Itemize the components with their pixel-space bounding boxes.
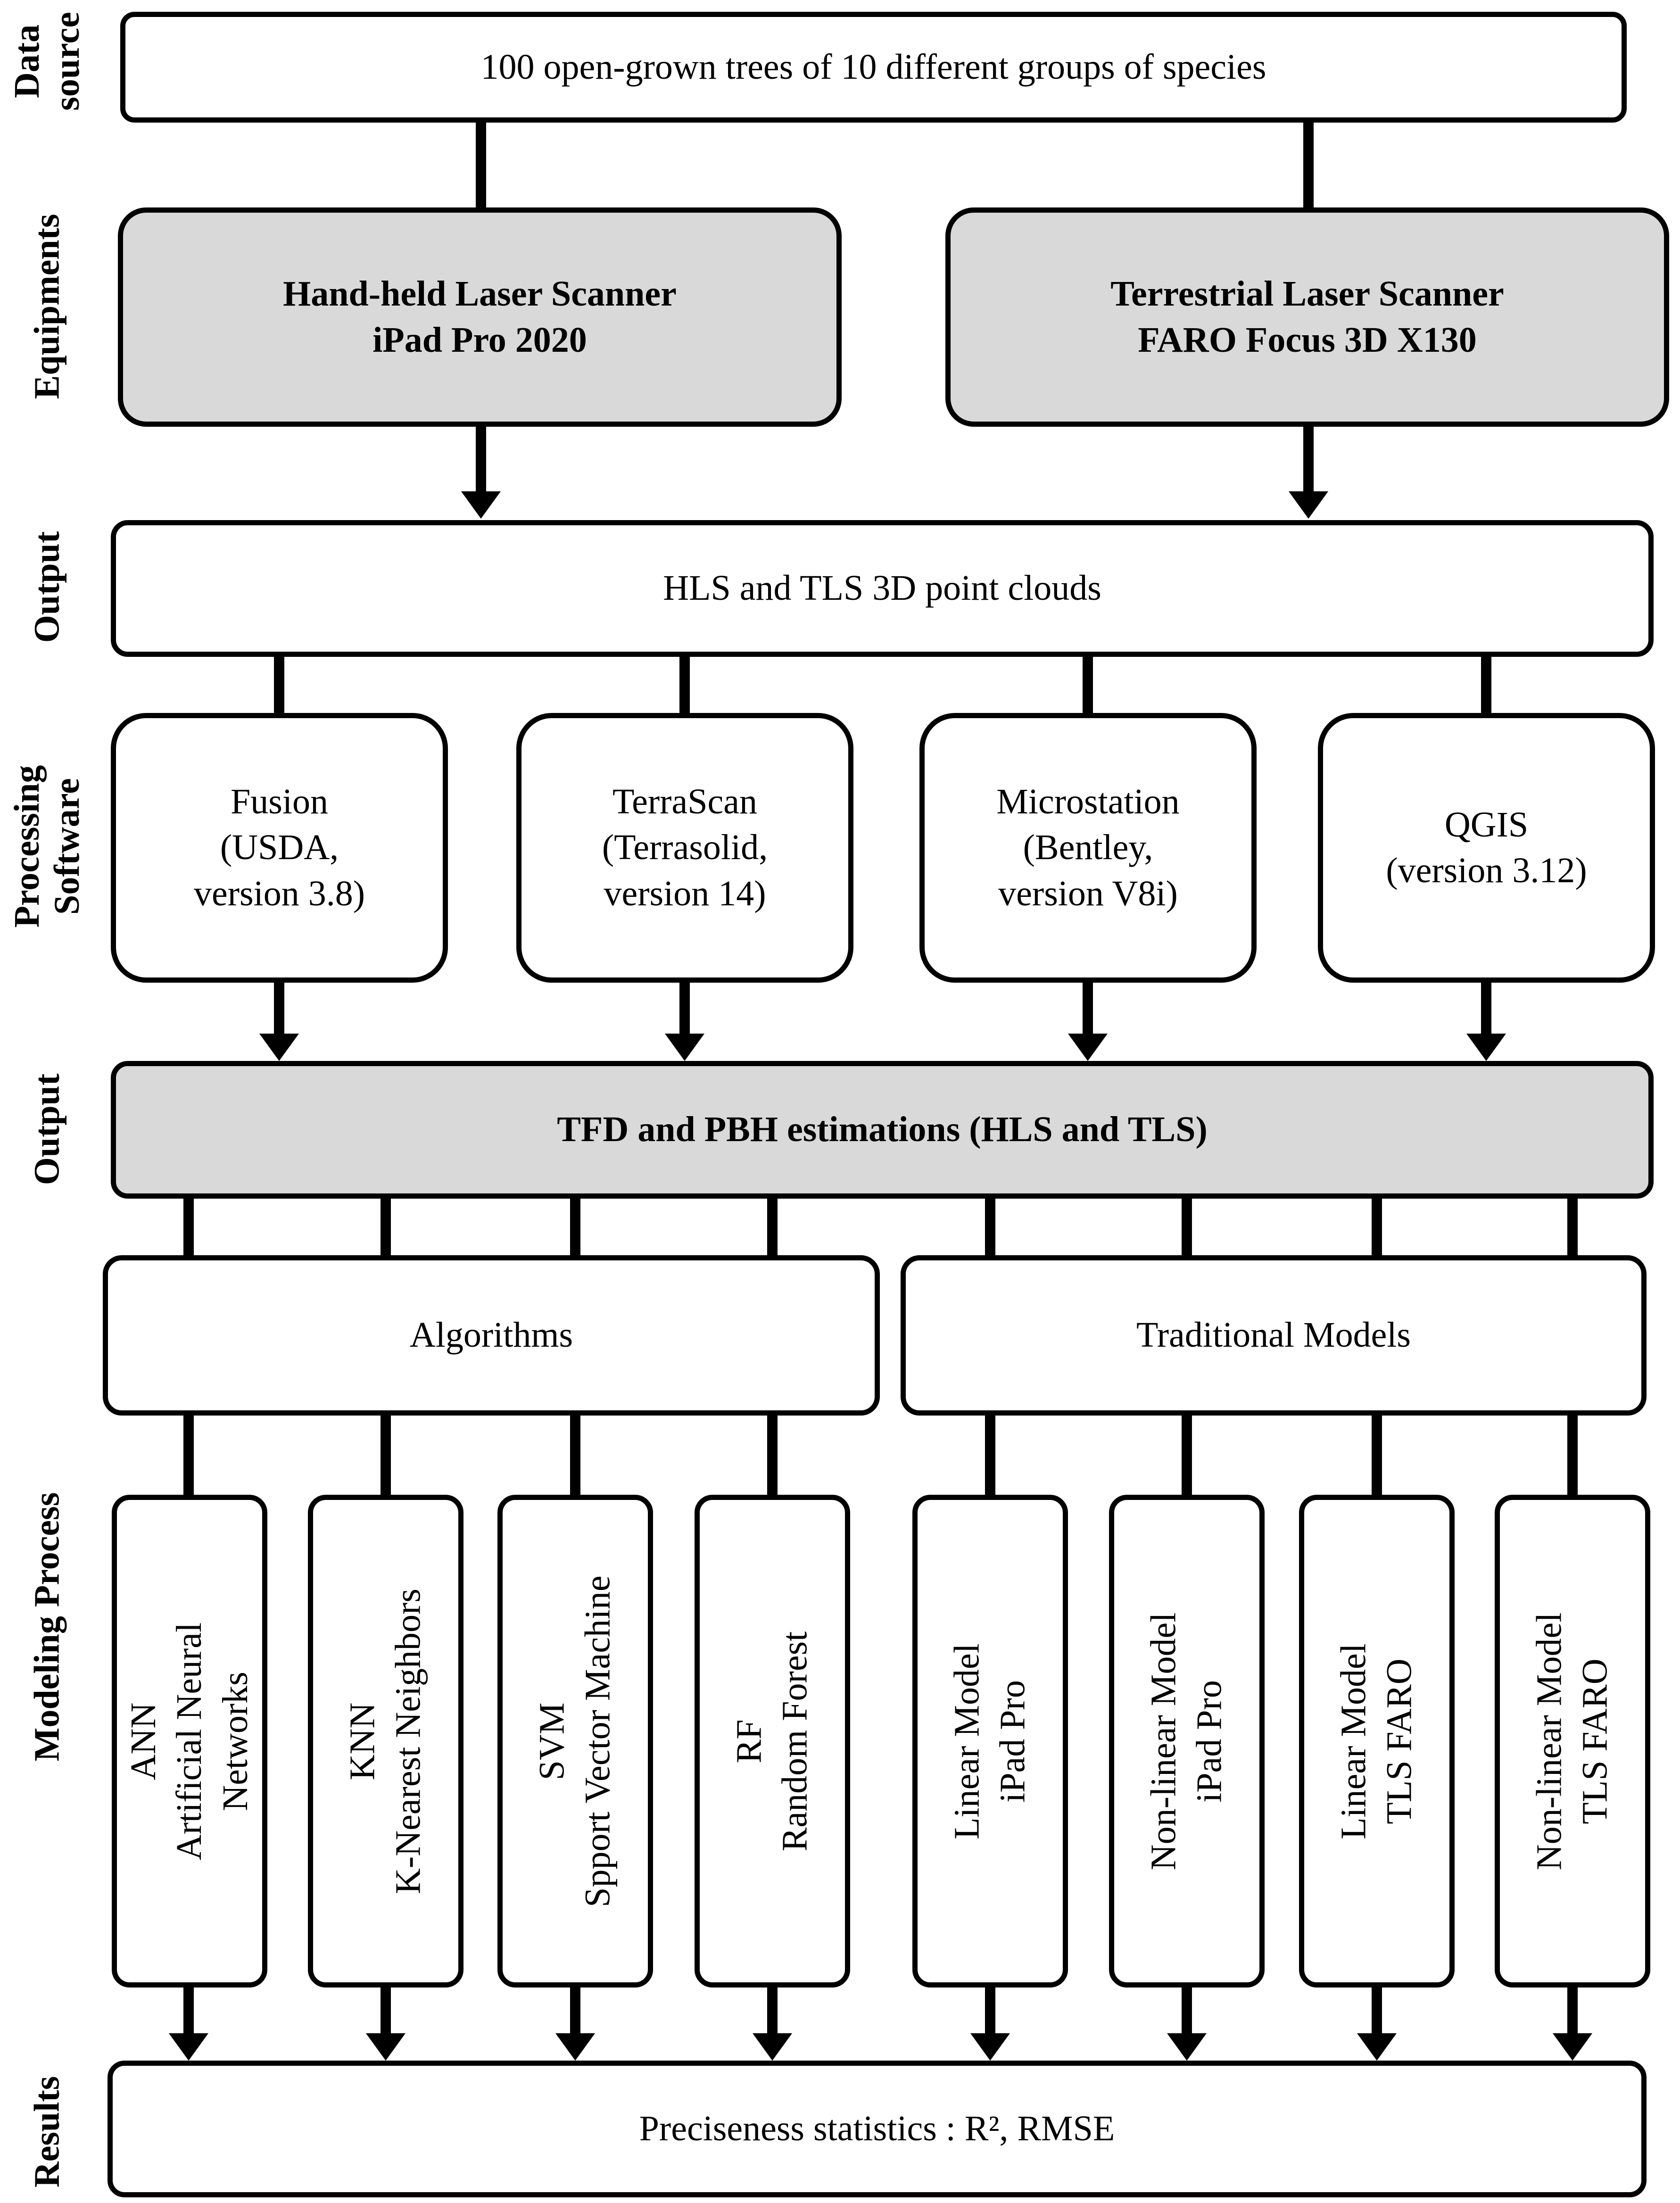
arrowhead (753, 2033, 792, 2061)
results-box: Preciseness statistics : R², RMSE (108, 2061, 1647, 2197)
arrowhead (970, 2033, 1010, 2061)
equipment-box-tls: Terrestrial Laser Scanner FARO Focus 3D … (945, 207, 1669, 427)
results-text: Preciseness statistics : R², RMSE (639, 2109, 1115, 2149)
arrowhead (1068, 1034, 1108, 1061)
model-box-ann: ANN Artificial Neural Networks (112, 1495, 267, 1988)
arrowhead (461, 491, 501, 519)
group-label: Algorithms (409, 1315, 573, 1355)
model-box-linear-ipad: Linear Model iPad Pro (912, 1495, 1068, 1988)
group-box-algorithms: Algorithms (103, 1255, 880, 1416)
software-box-microstation: Microstation (Bentley, version V8i) (919, 713, 1257, 983)
software-box-terrascan: TerraScan (Terrasolid, version 14) (516, 713, 853, 983)
equipment-box-hls: Hand-held Laser Scanner iPad Pro 2020 (118, 207, 842, 427)
arrowhead (1553, 2033, 1592, 2061)
group-label: Traditional Models (1136, 1315, 1411, 1355)
equipment-name: Terrestrial Laser Scanner (1110, 274, 1504, 314)
point-clouds-box: HLS and TLS 3D point clouds (111, 520, 1654, 657)
arrowhead (1289, 491, 1328, 519)
arrowhead (555, 2033, 595, 2061)
data-source-box: 100 open-grown trees of 10 different gro… (120, 12, 1627, 123)
arrowhead (1357, 2033, 1397, 2061)
equipment-model: FARO Focus 3D X130 (1138, 320, 1477, 360)
arrowhead (665, 1034, 704, 1061)
arrowhead (1167, 2033, 1207, 2061)
software-box-fusion: Fusion (USDA, version 3.8) (111, 713, 448, 983)
model-box-nonlinear-ipad: Non-linear Model iPad Pro (1109, 1495, 1265, 1988)
group-box-traditional-models: Traditional Models (901, 1255, 1647, 1416)
estimations-text: TFD and PBH estimations (HLS and TLS) (557, 1110, 1208, 1150)
software-box-qgis: QGIS (version 3.12) (1318, 713, 1655, 983)
equipment-name: Hand-held Laser Scanner (283, 274, 677, 314)
model-box-rf: RF Random Forest (695, 1495, 850, 1988)
estimations-box: TFD and PBH estimations (HLS and TLS) (111, 1061, 1654, 1199)
arrowhead (1466, 1034, 1506, 1061)
model-box-nonlinear-faro: Non-linear Model TLS FARO (1495, 1495, 1650, 1988)
model-box-svm: SVM Spport Vector Machine (497, 1495, 653, 1988)
data-source-text: 100 open-grown trees of 10 different gro… (480, 47, 1266, 87)
model-box-linear-faro: Linear Model TLS FARO (1299, 1495, 1455, 1988)
arrowhead (366, 2033, 406, 2061)
point-clouds-text: HLS and TLS 3D point clouds (663, 568, 1101, 608)
arrowhead (259, 1034, 299, 1061)
equipment-model: iPad Pro 2020 (372, 320, 587, 360)
model-box-knn: KNN K-Nearest Neighbors (308, 1495, 463, 1988)
arrowhead (169, 2033, 208, 2061)
